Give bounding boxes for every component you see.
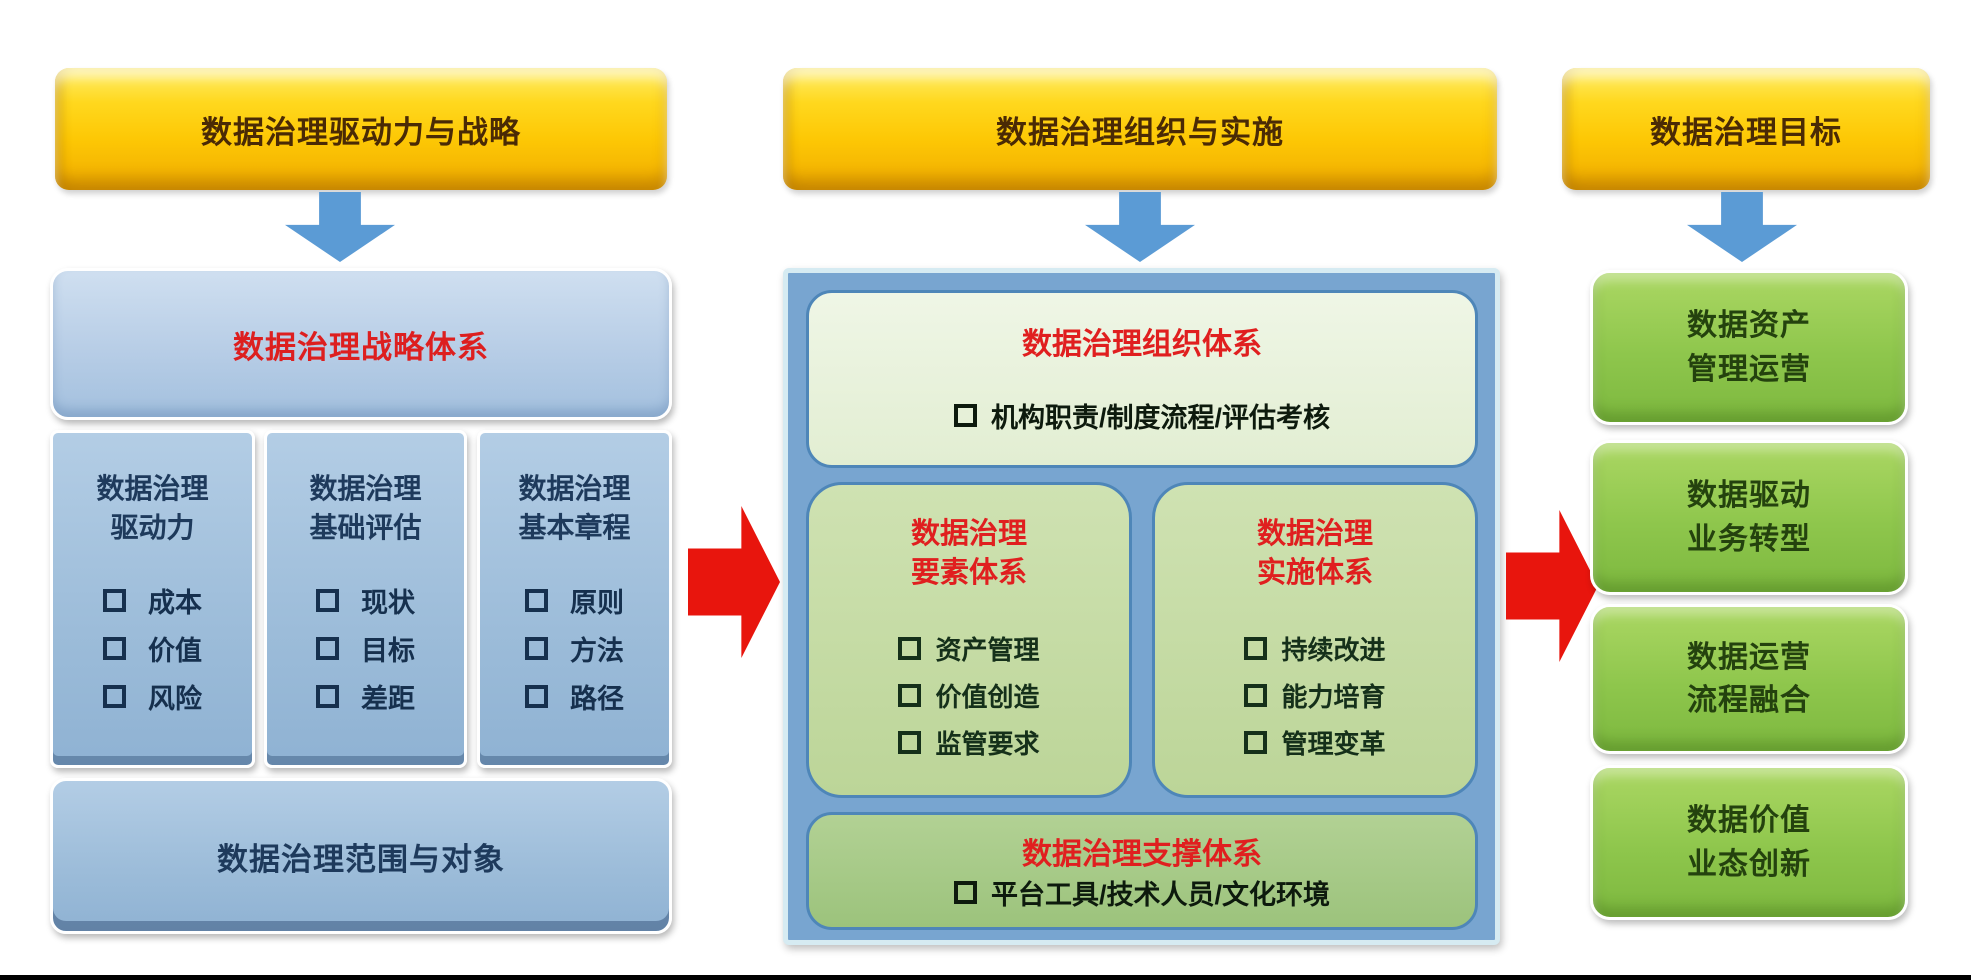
red-arrow-middle-to-right-icon	[1506, 510, 1598, 662]
list-item: 监管要求	[898, 724, 1040, 761]
checkbox-square-icon	[898, 684, 922, 707]
goal-box-asset-operation: 数据资产 管理运营	[1590, 270, 1908, 425]
support-bullet-row: 平台工具/技术人员/文化环境	[953, 873, 1330, 912]
checkbox-square-icon	[953, 404, 977, 427]
elements-list: 资产管理 价值创造 监管要求	[898, 630, 1040, 761]
list-item: 价值	[103, 629, 202, 668]
column-assessment: 数据治理 基础评估 现状 目标 差距	[264, 430, 467, 768]
column-assessment-list: 现状 目标 差距	[316, 581, 415, 716]
checkbox-square-icon	[103, 637, 126, 661]
organization-bullet-row: 机构职责/制度流程/评估考核	[953, 396, 1330, 435]
item-label: 管理变革	[1281, 729, 1386, 759]
item-label: 能力培育	[1281, 682, 1386, 712]
item-label: 现状	[361, 588, 415, 619]
left-header-label: 数据治理驱动力与战略	[201, 114, 521, 150]
implementation-title: 数据治理 实施体系	[1256, 518, 1373, 590]
item-label: 成本	[148, 588, 202, 619]
checkbox-square-icon	[1244, 684, 1268, 707]
goal-box-value-innovation: 数据价值 业态创新	[1590, 765, 1908, 920]
down-arrow-left-icon	[285, 192, 395, 262]
item-label: 方法	[570, 636, 624, 667]
checkbox-square-icon	[1244, 731, 1268, 754]
item-label: 路径	[570, 684, 624, 715]
item-label: 持续改进	[1281, 635, 1386, 665]
checkbox-square-icon	[316, 637, 339, 661]
scope-box: 数据治理范围与对象	[50, 778, 672, 934]
support-bullet-label: 平台工具/技术人员/文化环境	[990, 880, 1330, 910]
list-item: 原则	[525, 581, 624, 620]
support-title: 数据治理支撑体系	[1022, 838, 1262, 871]
implementation-list: 持续改进 能力培育 管理变革	[1244, 630, 1386, 761]
list-item: 方法	[525, 629, 624, 668]
column-charter-title: 数据治理 基本章程	[518, 473, 631, 544]
checkbox-square-icon	[525, 685, 548, 709]
left-header: 数据治理驱动力与战略	[55, 68, 667, 190]
list-item: 成本	[103, 581, 202, 620]
column-charter: 数据治理 基本章程 原则 方法 路径	[477, 430, 672, 768]
column-drivers: 数据治理 驱动力 成本 价值 风险	[50, 430, 255, 768]
column-charter-list: 原则 方法 路径	[525, 581, 624, 716]
implementation-box: 数据治理 实施体系 持续改进 能力培育 管理变革	[1152, 482, 1478, 798]
elements-title: 数据治理 要素体系	[910, 518, 1027, 590]
scope-label: 数据治理范围与对象	[217, 841, 505, 877]
list-item: 风险	[103, 677, 202, 716]
down-arrow-right-icon	[1687, 192, 1797, 262]
item-label: 价值	[148, 636, 202, 667]
list-item: 价值创造	[898, 677, 1040, 714]
item-label: 价值创造	[935, 682, 1040, 712]
support-box: 数据治理支撑体系 平台工具/技术人员/文化环境	[806, 812, 1478, 930]
elements-box: 数据治理 要素体系 资产管理 价值创造 监管要求	[806, 482, 1132, 798]
checkbox-square-icon	[316, 589, 339, 613]
checkbox-square-icon	[898, 637, 922, 660]
goal-box-process-integration: 数据运营 流程融合	[1590, 604, 1908, 754]
goal-box-data-driven-transformation: 数据驱动 业务转型	[1590, 440, 1908, 595]
list-item: 资产管理	[898, 630, 1040, 667]
list-item: 路径	[525, 677, 624, 716]
organization-bullet-label: 机构职责/制度流程/评估考核	[990, 403, 1330, 433]
down-arrow-middle-icon	[1085, 192, 1195, 262]
organization-title: 数据治理组织体系	[1022, 328, 1262, 361]
column-drivers-list: 成本 价值 风险	[103, 581, 202, 716]
item-label: 原则	[570, 588, 624, 619]
checkbox-square-icon	[525, 637, 548, 661]
strategy-box: 数据治理战略体系	[50, 268, 672, 420]
red-arrow-left-to-middle-icon	[688, 506, 780, 658]
checkbox-square-icon	[103, 685, 126, 709]
list-item: 持续改进	[1244, 630, 1386, 667]
organization-box: 数据治理组织体系 机构职责/制度流程/评估考核	[806, 290, 1478, 468]
list-item: 目标	[316, 629, 415, 668]
item-label: 资产管理	[935, 635, 1040, 665]
item-label: 差距	[361, 684, 415, 715]
right-header-label: 数据治理目标	[1650, 114, 1842, 150]
checkbox-square-icon	[953, 881, 977, 904]
list-item: 能力培育	[1244, 677, 1386, 714]
list-item: 现状	[316, 581, 415, 620]
checkbox-square-icon	[898, 731, 922, 754]
bottom-border-line	[0, 975, 1971, 980]
middle-header-label: 数据治理组织与实施	[996, 114, 1284, 150]
list-item: 差距	[316, 677, 415, 716]
column-drivers-title: 数据治理 驱动力	[96, 473, 209, 544]
checkbox-square-icon	[525, 589, 548, 613]
item-label: 监管要求	[935, 729, 1040, 759]
strategy-title: 数据治理战略体系	[233, 329, 489, 365]
right-header: 数据治理目标	[1562, 68, 1930, 190]
checkbox-square-icon	[103, 589, 126, 613]
list-item: 管理变革	[1244, 724, 1386, 761]
middle-header: 数据治理组织与实施	[783, 68, 1497, 190]
checkbox-square-icon	[316, 685, 339, 709]
column-assessment-title: 数据治理 基础评估	[309, 473, 422, 544]
item-label: 风险	[148, 684, 202, 715]
checkbox-square-icon	[1244, 637, 1268, 660]
item-label: 目标	[361, 636, 415, 667]
